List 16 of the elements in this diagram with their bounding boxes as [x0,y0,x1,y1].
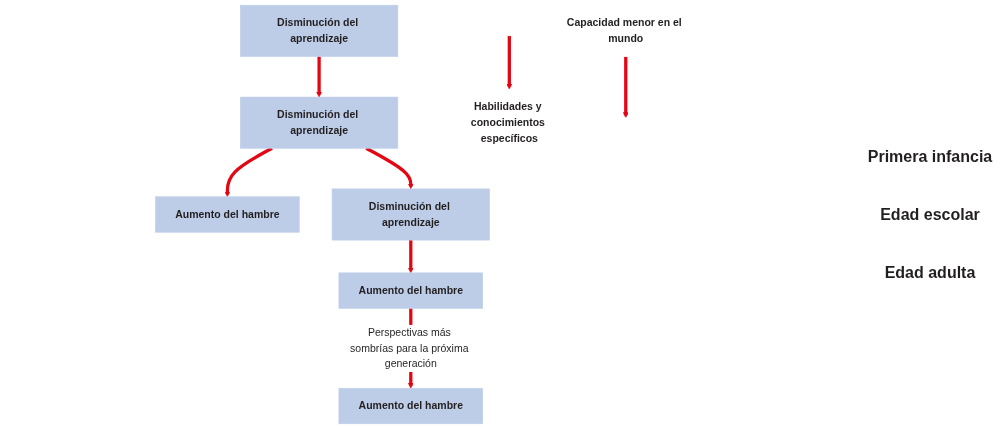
node-box: Disminución del aprendizaje [240,4,399,57]
node-box: Aumento del hambre [338,272,483,309]
arrow [316,56,322,98]
arrow [506,35,513,90]
node-box: Disminución del aprendizaje [240,96,399,149]
node-box: Aumento del hambre [155,196,300,233]
arrow [622,56,629,118]
node-text: Habilidades y conocimientos específicos [470,101,545,144]
edge-label: Perspectivas más sombrías para la próxima generación [350,326,469,370]
row-label: Primera infancia [866,147,994,166]
node-text: Capacidad menor en el mundo [566,17,682,44]
node-box: Aumento del hambre [338,388,483,425]
row-label: Edad adulta [883,263,977,282]
arrow [407,240,414,274]
row-label: Edad escolar [879,205,981,224]
node-box: Disminución del aprendizaje [331,188,490,241]
